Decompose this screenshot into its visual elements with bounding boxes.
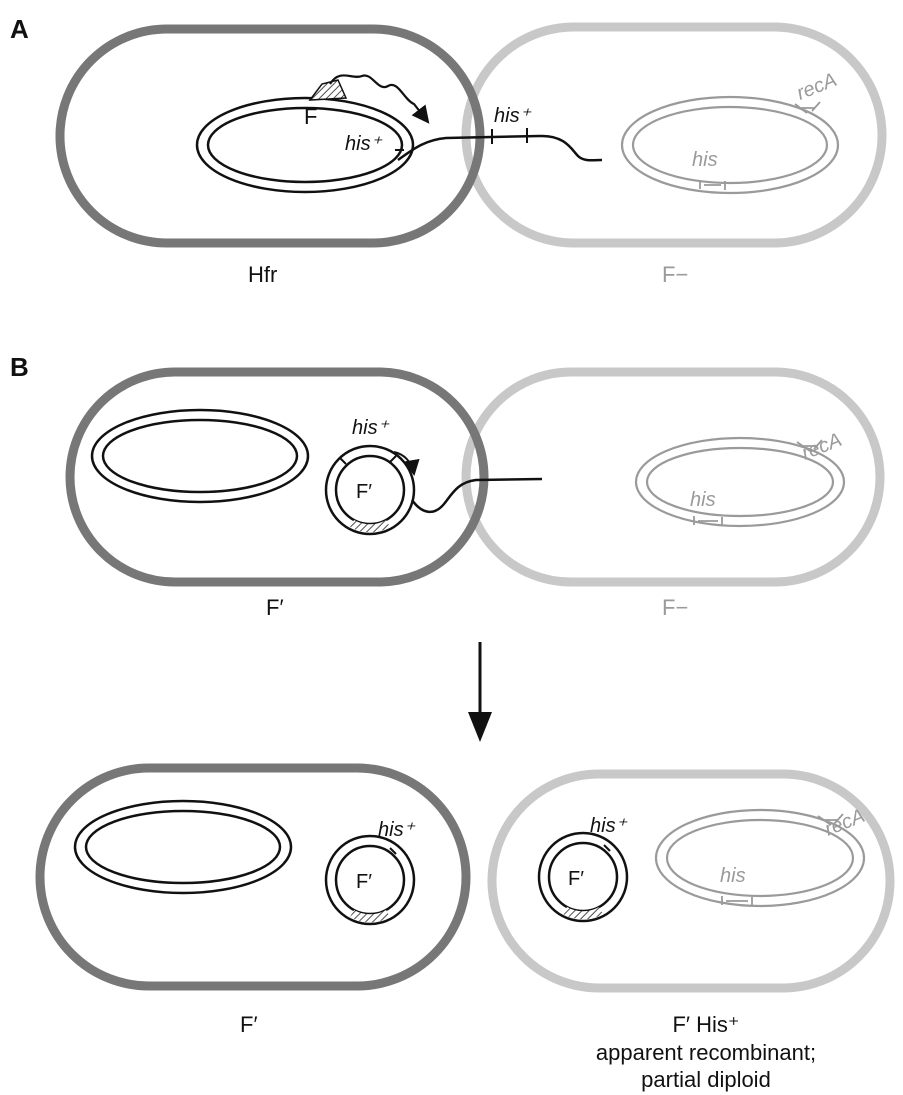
panel-a-his-plus-chrom-label: his⁺ — [345, 133, 383, 155]
panel-a-transferred-strand — [398, 136, 602, 160]
panel-a-recipient-label: F− — [662, 262, 688, 287]
panel-a-donor-label: Hfr — [248, 262, 277, 287]
panel-c-left-his-plus-label: his⁺ — [378, 819, 416, 841]
panel-b-donor-chromosome — [92, 410, 308, 502]
panel-a-f-integrated-region — [310, 80, 346, 100]
panel-a-reca-label: recA — [794, 69, 840, 105]
panel-c-right-fprime-label: F′ — [568, 868, 584, 890]
panel-a-his-label: his — [692, 149, 718, 171]
panel-a-letter: A — [10, 14, 29, 44]
panel-c-reca-label: recA — [822, 805, 868, 841]
panel-b-fprime-label: F′ — [356, 481, 372, 503]
panel-a-his-plus-transfer-label: his⁺ — [494, 105, 532, 127]
panel-b-reca-label: recA — [799, 429, 845, 465]
panel-c-right-his-plus-label: his⁺ — [590, 815, 628, 837]
panel-b-donor-label: F′ — [266, 595, 284, 620]
panel-c-right-label-line1: F′ His⁺ — [672, 1012, 739, 1037]
panel-b-his-plus-label: his⁺ — [352, 417, 390, 439]
panel-b-his-label: his — [690, 489, 716, 511]
panel-c-left-chromosome — [75, 801, 291, 893]
down-arrow — [468, 642, 492, 742]
panel-b-recipient-cell — [466, 372, 880, 582]
panel-a-f-label: F — [304, 104, 317, 129]
panel-b-recipient-label: F− — [662, 595, 688, 620]
panel-a-donor-cell — [60, 29, 480, 243]
panel-c-right-label-line2: apparent recombinant; — [596, 1040, 816, 1065]
panel-c-right-cell — [492, 774, 890, 988]
panel-c-right-label-line3: partial diploid — [641, 1067, 771, 1092]
panel-c-his-label: his — [720, 865, 746, 887]
panel-c-left-fprime-label: F′ — [356, 871, 372, 893]
panel-c-left-cell-label: F′ — [240, 1012, 258, 1037]
panel-b-letter: B — [10, 352, 29, 382]
